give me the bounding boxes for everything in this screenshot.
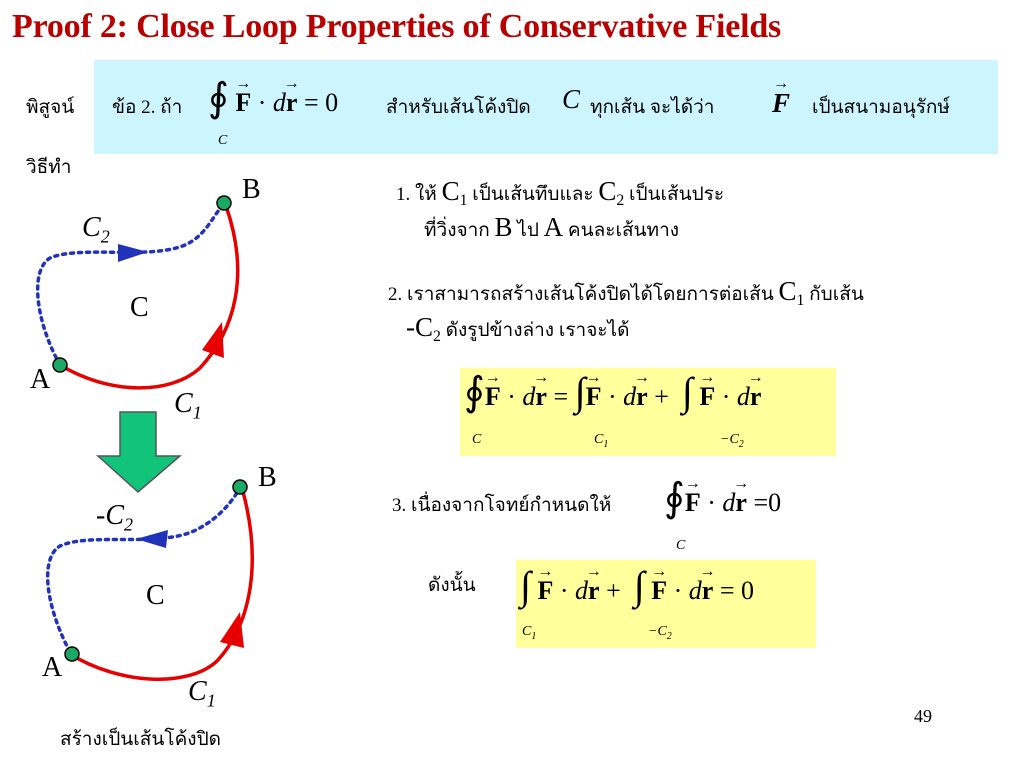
step1-line1: 1. ให้ C1 เป็นเส้นทึบและ C2 เป็นเส้นประ <box>396 176 725 209</box>
bottom-label-B: B <box>258 462 277 493</box>
top-point-B <box>216 195 232 211</box>
down-arrow <box>96 411 183 493</box>
statement-every: ทุกเส้น จะได้ว่า <box>590 97 715 118</box>
eq1-limit-C: C <box>472 432 482 447</box>
step3-limit-C: C <box>676 538 686 553</box>
statement-middle: สำหรับเส้นโค้งปิด <box>386 97 531 118</box>
eq1-limit-negC2: −C2 <box>720 432 744 450</box>
statement-end: เป็นสนามอนุรักษ์ <box>812 97 950 118</box>
top-label-C2: C2 <box>82 212 110 247</box>
top-label-A: A <box>30 364 51 395</box>
top-label-C1: C1 <box>174 388 202 423</box>
top-label-C: C <box>130 292 149 323</box>
top-label-B: B <box>242 174 261 205</box>
bottom-solid-curve-C1 <box>69 487 254 682</box>
diagram-caption: สร้างเป็นเส้นโค้งปิด <box>60 729 221 750</box>
bottom-negC2-arrowhead <box>136 530 168 548</box>
top-solid-curve-C1 <box>59 205 240 390</box>
prove-label: พิสูจน์ <box>26 97 75 118</box>
step2-line1: 2. เราสามารถสร้างเส้นโค้งปิดได้โดยการต่อ… <box>388 276 864 309</box>
bottom-C1-arrowhead <box>220 612 244 648</box>
bottom-dashed-curve-negC2 <box>45 486 242 654</box>
integral-lower-limit: C <box>218 133 228 148</box>
bottom-point-A <box>64 646 80 662</box>
equation-1: ∮F · dr = ∫F · dr + ∫ F · dr <box>464 372 761 412</box>
eq2-limit-negC2: −C2 <box>648 624 672 642</box>
top-dashed-curve-C2 <box>35 204 224 367</box>
field-F: F <box>772 88 790 119</box>
step1-line2: ที่วิ่งจาก B ไป A คนละเส้นทาง <box>424 212 680 242</box>
step2-line2: -C2 ดังรูปข้างล่าง เราจะได้ <box>406 312 630 345</box>
differential-d: d <box>272 88 286 117</box>
closed-integral-statement: ∮ F · dr = 0 <box>208 78 338 118</box>
top-C2-arrowhead <box>118 244 148 262</box>
eq2-limit-C1: C1 <box>522 624 537 642</box>
equals-zero: = 0 <box>303 88 339 117</box>
bottom-label-C: C <box>146 580 165 611</box>
curve-C: C <box>562 84 581 114</box>
top-point-A <box>52 357 68 373</box>
equation-2: ∫ F · dr + ∫ F · dr = 0 <box>520 566 754 606</box>
bottom-label-negC2: -C2 <box>96 500 133 535</box>
eq1-limit-C1: C1 <box>594 432 609 450</box>
vector-F: F <box>235 88 251 118</box>
bottom-label-C1: C1 <box>188 676 216 711</box>
bottom-point-B <box>232 479 248 495</box>
contour-integral-symbol: ∮ <box>208 75 229 120</box>
statement-prefix: ข้อ 2. ถ้า <box>112 97 183 118</box>
step3-equation: ∮F · dr =0 <box>664 478 781 518</box>
top-C1-arrowhead <box>202 322 224 358</box>
step3-text: 3. เนื่องจากโจทย์กำหนดให้ <box>392 495 612 516</box>
method-label: วิธีทำ <box>26 157 72 178</box>
page-number: 49 <box>914 706 932 726</box>
therefore-label: ดังนั้น <box>428 575 476 596</box>
vector-r: r <box>286 88 298 118</box>
page-title: Proof 2: Close Loop Properties of Conser… <box>12 8 782 45</box>
bottom-label-A: A <box>42 652 63 683</box>
dot-operator: · <box>257 88 267 117</box>
